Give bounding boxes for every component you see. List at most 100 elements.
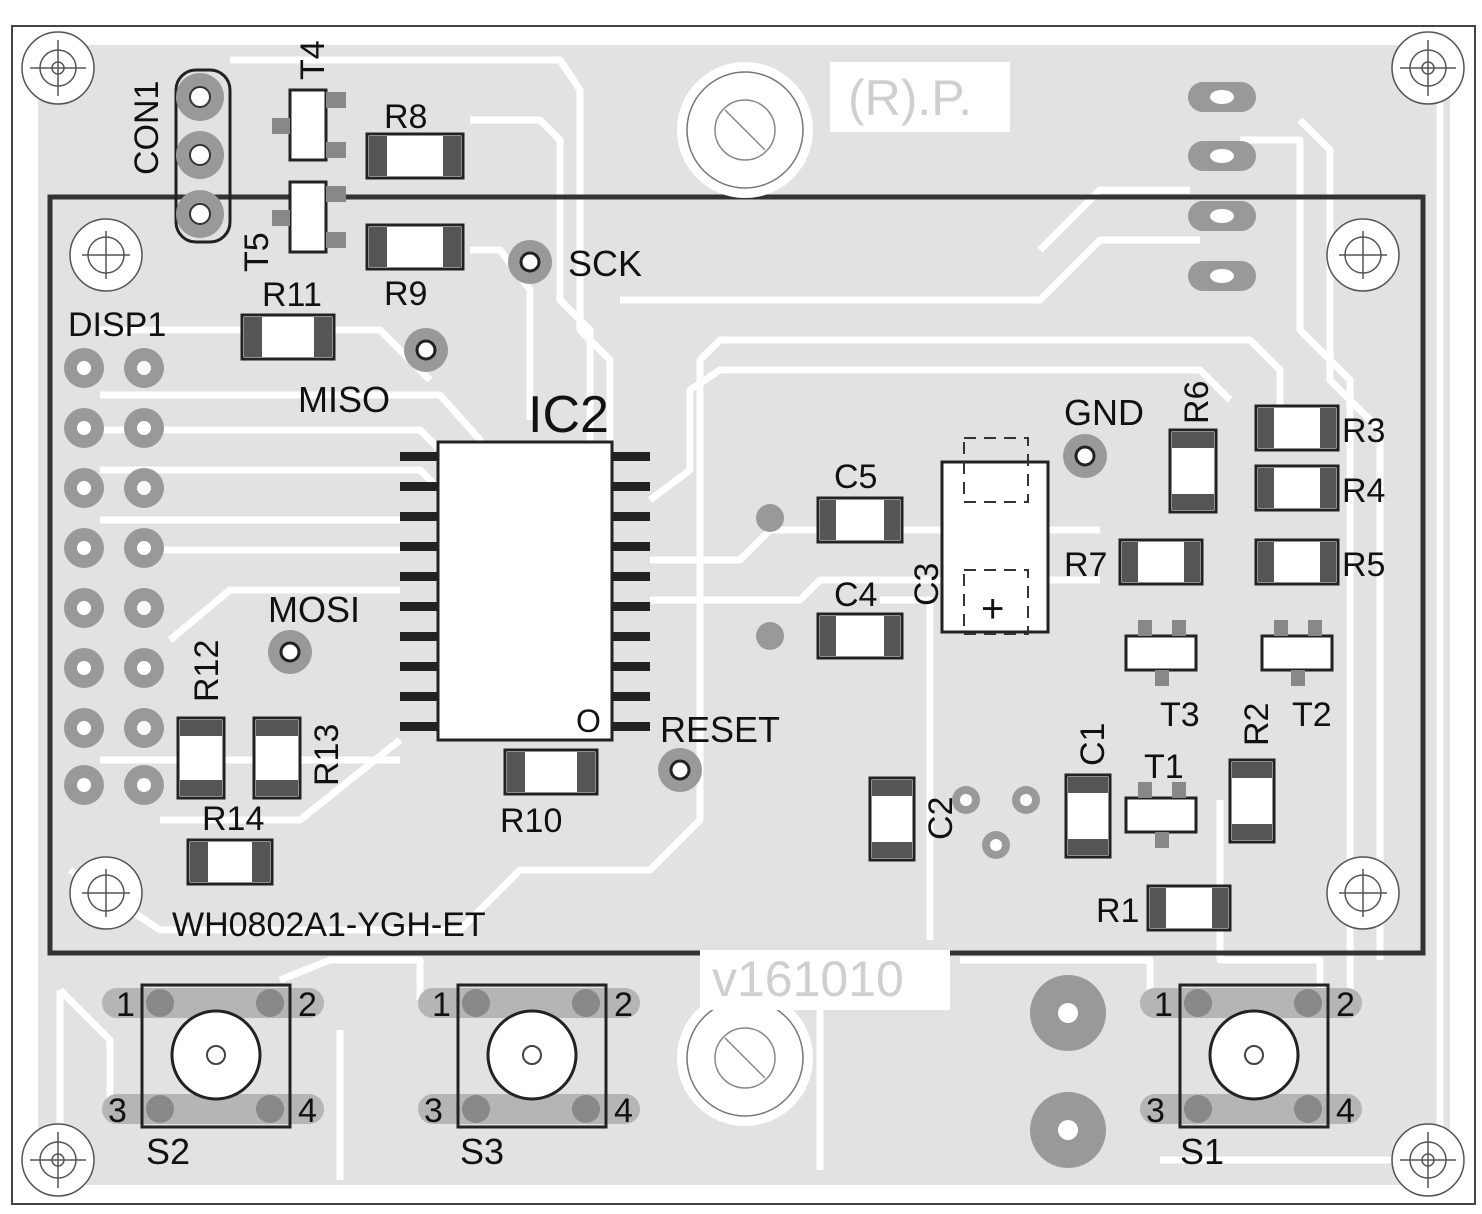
- s1-label: S1: [1180, 1131, 1224, 1172]
- disp1-label: DISP1: [68, 306, 166, 344]
- r11-label: R11: [262, 276, 322, 314]
- t1-label: T1: [1144, 748, 1184, 786]
- c1-capacitor: [1064, 773, 1112, 859]
- c5-label: C5: [834, 458, 877, 496]
- r9-resistor: [365, 223, 465, 271]
- r6-label: R6: [1178, 381, 1216, 424]
- version-mark: v161010: [712, 951, 904, 1007]
- t2-transistor: [1260, 620, 1334, 686]
- disp1-header-holes: [77, 361, 151, 792]
- r4-label: R4: [1342, 472, 1385, 510]
- r11-resistor: [240, 313, 336, 361]
- ic2-label: IC2: [528, 386, 609, 444]
- r9-label: R9: [384, 275, 427, 313]
- t4-label: T4: [294, 40, 332, 80]
- copyright-mark-bg: [830, 62, 1010, 132]
- c3-label: C3: [908, 563, 946, 606]
- sck-testpoint: [508, 240, 552, 284]
- r12-label: R12: [188, 640, 226, 702]
- miso-label: MISO: [298, 379, 390, 420]
- r13-label: R13: [308, 724, 346, 786]
- s3-pin3: 3: [424, 1092, 443, 1130]
- s3-pin2: 2: [614, 986, 633, 1024]
- c2-capacitor: [868, 776, 916, 862]
- r10-label: R10: [500, 802, 562, 840]
- s2-label: S2: [146, 1131, 190, 1172]
- display-mount-hole: [1326, 218, 1400, 292]
- power-pad: [1030, 1092, 1106, 1168]
- reset-label: RESET: [660, 709, 780, 750]
- mounting-hole: [21, 31, 95, 105]
- version-mark-bg: [700, 950, 950, 1010]
- r3-resistor: [1254, 404, 1340, 452]
- s1-pin1: 1: [1154, 986, 1173, 1024]
- display-mount-hole: [69, 856, 143, 930]
- c2-via-holes: [960, 794, 1032, 851]
- t3-transistor: [1124, 620, 1198, 686]
- r2-resistor: [1228, 758, 1276, 844]
- r1-label: R1: [1096, 892, 1139, 930]
- r13-resistor: [252, 716, 302, 800]
- mounting-hole: [1391, 1123, 1465, 1197]
- r2-label: R2: [1238, 703, 1276, 746]
- display-mount-hole: [1326, 856, 1400, 930]
- power-pad: [1030, 975, 1106, 1051]
- c5-via: [756, 504, 784, 532]
- con1-connector: [174, 68, 232, 244]
- miso-testpoint: [404, 328, 448, 372]
- s1-switch: [1140, 983, 1362, 1129]
- c5-capacitor: [816, 496, 904, 544]
- r10-resistor: [503, 748, 599, 796]
- r5-label: R5: [1342, 546, 1385, 584]
- screw-hole: [677, 990, 813, 1126]
- sck-label: SCK: [568, 243, 642, 284]
- r14-resistor: [186, 838, 274, 886]
- gnd-testpoint: [1063, 434, 1107, 478]
- r5-resistor: [1254, 538, 1340, 586]
- s3-label: S3: [460, 1131, 504, 1172]
- r8-label: R8: [384, 98, 427, 136]
- c3-plus: +: [981, 587, 1004, 631]
- r14-label: R14: [202, 800, 264, 838]
- s2-pin2: 2: [298, 986, 317, 1024]
- t2-label: T2: [1292, 696, 1332, 734]
- s2-pin1: 1: [116, 986, 135, 1024]
- mounting-hole: [1391, 31, 1465, 105]
- c4-capacitor: [816, 612, 904, 660]
- ic2-chip: [400, 440, 650, 742]
- t5-transistor: [272, 180, 346, 254]
- s1-pin3: 3: [1146, 1092, 1165, 1130]
- t5-label: T5: [238, 232, 276, 272]
- s3-switch: [418, 983, 640, 1129]
- screw-hole: [677, 62, 813, 198]
- right-header: [1188, 82, 1256, 291]
- s2-pin4: 4: [298, 1092, 317, 1130]
- s1-pin4: 4: [1336, 1092, 1355, 1130]
- display-part-label: WH0802A1-YGH-ET: [172, 906, 486, 944]
- t1-transistor: [1124, 782, 1198, 848]
- r12-resistor: [176, 716, 226, 800]
- mosi-testpoint: [268, 630, 312, 674]
- c1-label: C1: [1074, 723, 1112, 766]
- c3-capacitor: [940, 437, 1050, 635]
- con1-label: CON1: [128, 81, 166, 175]
- gnd-label: GND: [1064, 392, 1144, 433]
- display-mount-hole: [69, 218, 143, 292]
- mounting-hole: [21, 1123, 95, 1197]
- ic2-pin1-marker: O: [576, 703, 601, 739]
- r7-label: R7: [1064, 546, 1107, 584]
- mosi-label: MOSI: [268, 589, 360, 630]
- r8-resistor: [365, 132, 465, 180]
- r3-label: R3: [1342, 412, 1385, 450]
- s3-pin4: 4: [614, 1092, 633, 1130]
- s2-pin3: 3: [108, 1092, 127, 1130]
- r7-resistor: [1118, 538, 1204, 586]
- r1-resistor: [1146, 884, 1232, 932]
- c4-via: [756, 622, 784, 650]
- t3-label: T3: [1160, 696, 1200, 734]
- r4-resistor: [1254, 464, 1340, 512]
- s3-pin1: 1: [432, 986, 451, 1024]
- copyright-mark: (R).P.: [848, 70, 972, 126]
- s1-pin2: 2: [1336, 986, 1355, 1024]
